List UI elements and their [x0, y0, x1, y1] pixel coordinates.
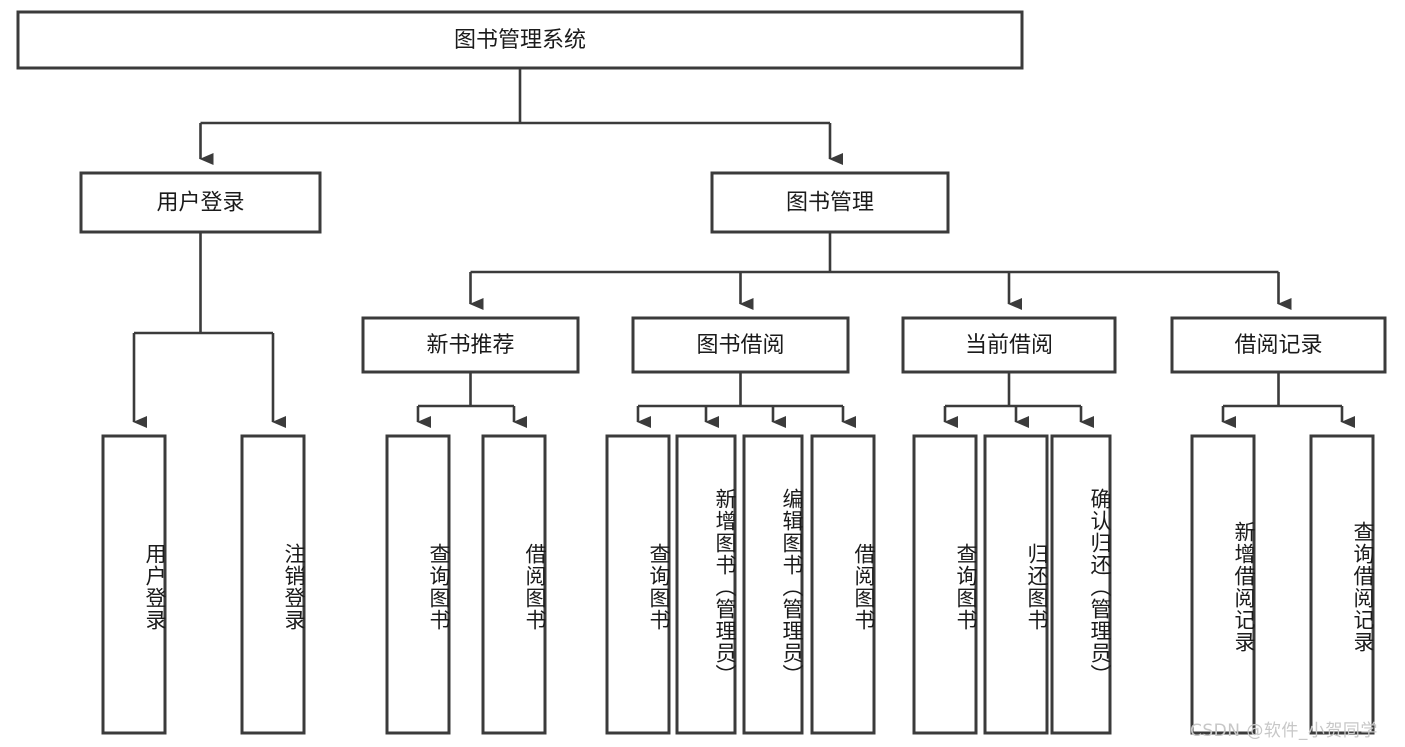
node-box-book-borrow[interactable] [631, 316, 850, 374]
node-box-borrow-record[interactable] [1170, 316, 1387, 374]
node-box-leaf-logout[interactable] [240, 434, 306, 735]
node-box-leaf-query-books-borrow[interactable] [605, 434, 671, 735]
node-box-leaf-add-borrow-record[interactable] [1190, 434, 1256, 735]
node-label-user-login: 用户登录 [156, 191, 244, 216]
node-box-leaf-query-books-rec[interactable] [385, 434, 451, 735]
node-label-book-management: 图书管理 [786, 191, 874, 216]
node-box-leaf-query-borrow-record[interactable] [1309, 434, 1375, 735]
node-label-current-borrow: 当前借阅 [965, 333, 1053, 358]
node-box-current-borrow[interactable] [901, 316, 1117, 374]
connector-layer [132, 68, 1355, 428]
node-label-root: 图书管理系统 [454, 28, 586, 53]
node-label-borrow-record: 借阅记录 [1234, 333, 1322, 358]
node-box-user-login[interactable] [79, 171, 322, 234]
node-box-leaf-query-books-current[interactable] [912, 434, 978, 735]
node-box-new-book-recommend[interactable] [361, 316, 580, 374]
node-box-root[interactable] [16, 10, 1024, 70]
node-box-leaf-confirm-return-admin[interactable] [1050, 434, 1112, 735]
node-box-leaf-return-books[interactable] [983, 434, 1049, 735]
node-box-leaf-user-login[interactable] [101, 434, 167, 735]
node-box-leaf-borrow-books-rec[interactable] [481, 434, 547, 735]
csdn-watermark: CSDN @软件_小贺同学 [1190, 721, 1378, 741]
node-box-leaf-add-book-admin[interactable] [675, 434, 737, 735]
node-label-book-borrow: 图书借阅 [696, 333, 784, 358]
node-box-book-management[interactable] [710, 171, 950, 234]
node-box-layer [16, 10, 1387, 735]
node-box-leaf-edit-book-admin[interactable] [742, 434, 804, 735]
node-box-leaf-borrow-books[interactable] [810, 434, 876, 735]
node-label-new-book-recommend: 新书推荐 [426, 333, 514, 358]
